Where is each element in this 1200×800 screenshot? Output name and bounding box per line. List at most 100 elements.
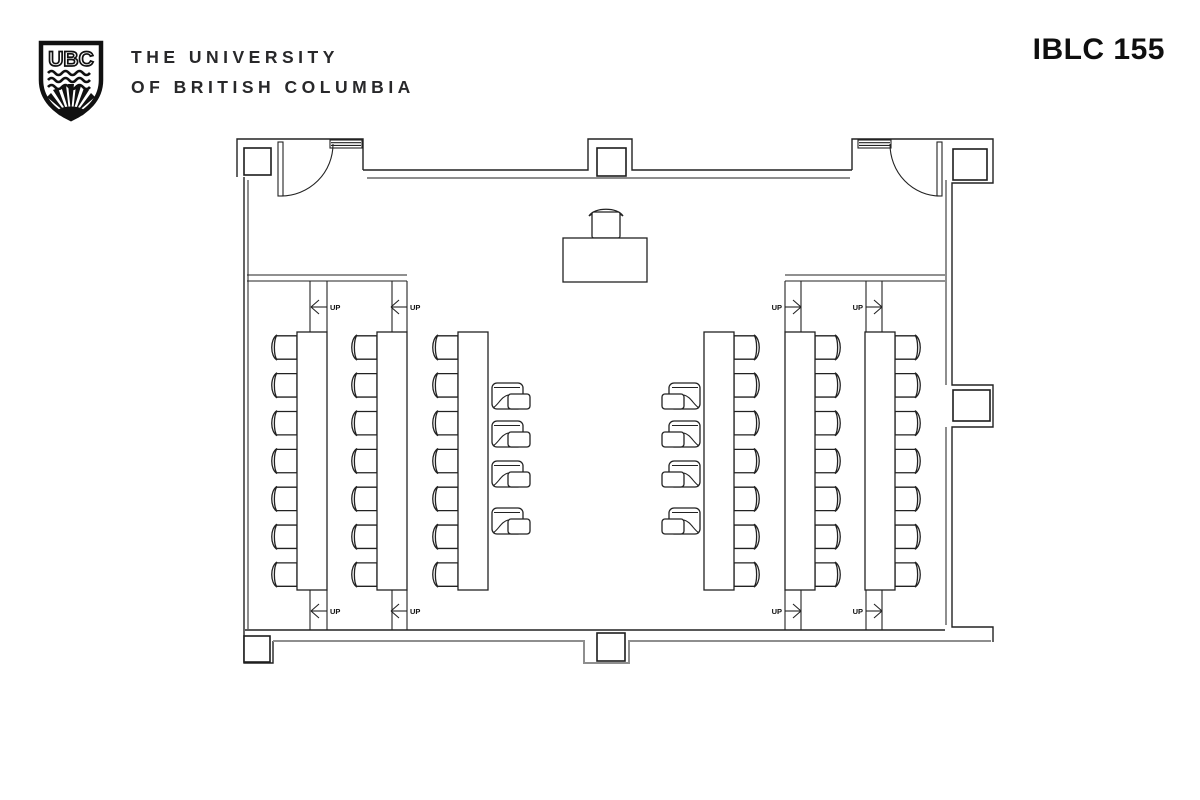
chair [894,561,921,588]
door-leaf [277,141,284,197]
chair [814,410,841,437]
tablet-arm-chair [491,420,531,448]
chair [814,561,841,588]
right-table-row-1 [703,331,760,591]
chair [271,372,298,399]
chair [733,372,760,399]
stair-up-arrow: UP [390,603,420,619]
chair [271,410,298,437]
stair-label: UP [410,607,420,616]
chair [351,561,378,588]
instructor-station [562,208,648,283]
chair [894,485,921,512]
stair-up-arrow: UP [310,299,340,315]
stair-up-arrow: UP [772,603,802,619]
chair [733,485,760,512]
stair-label: UP [330,607,340,616]
chair [894,372,921,399]
tablet-arm-chair [661,420,701,448]
stair-up-arrow: UP [853,603,883,619]
right-table-row-3 [864,331,921,591]
chair [894,334,921,361]
chair [351,447,378,475]
chair [432,485,459,512]
student-seating [271,331,921,591]
stair-label: UP [853,303,863,312]
chair [351,410,378,437]
table [784,331,816,591]
university-name: THE UNIVERSITY OF BRITISH COLUMBIA [131,42,415,102]
chair [432,447,459,475]
tablet-arm-chair [491,507,531,535]
chair [814,523,841,550]
instructor-chair [591,211,621,239]
door-leaf [936,141,943,197]
column [243,635,271,663]
crest-sunburst [47,84,95,118]
door-right[interactable] [857,139,943,197]
table [457,331,489,591]
door-swing-arc [889,143,941,197]
chair [271,561,298,588]
stair-up-arrow: UP [772,299,802,315]
column [596,632,626,662]
table [296,331,328,591]
tablet-arm-chair [661,460,701,488]
table [703,331,735,591]
left-table-row-1 [271,331,328,591]
chair [432,561,459,588]
chair [351,334,378,361]
table [864,331,896,591]
chair [894,410,921,437]
tablet-arm-chair [661,507,701,535]
chair [271,447,298,475]
chair [271,523,298,550]
chair [351,485,378,512]
ubc-crest-icon: UBC [38,40,104,122]
column [952,389,991,422]
right-table-row-2 [784,331,841,591]
stair-label: UP [330,303,340,312]
room-label: IBLC 155 [1032,33,1165,66]
door-left[interactable] [277,139,363,197]
chair [271,485,298,512]
doors [277,139,943,197]
chair [351,372,378,399]
columns [243,147,991,663]
stairways: UP UP UP UP UP UP UP UP [309,281,883,630]
university-name-line2: OF BRITISH COLUMBIA [131,77,415,97]
column [596,147,627,177]
ubc-logo: UBC [38,40,104,127]
chair [733,334,760,361]
walls [236,138,994,664]
table [376,331,408,591]
chair [432,372,459,399]
column [952,148,988,181]
chair [271,334,298,361]
chair [814,372,841,399]
chair [351,523,378,550]
chair [814,485,841,512]
chair [814,447,841,475]
tablet-arm-chair [661,382,701,410]
university-name-line1: THE UNIVERSITY [131,47,339,67]
chair [894,447,921,475]
stair-up-arrow: UP [390,299,420,315]
instructor-table [562,237,648,283]
chair [733,523,760,550]
tier-edge-left [247,274,407,282]
crest-initials: UBC [48,48,94,71]
chair [432,410,459,437]
chair [432,523,459,550]
tier-edge-right [785,274,945,282]
stair-up-arrow: UP [310,603,340,619]
stair-label: UP [410,303,420,312]
stair-up-arrow: UP [853,299,883,315]
left-table-row-2 [351,331,408,591]
tablet-arm-chair [491,382,531,410]
door-swing-arc [280,143,334,197]
stair-label: UP [772,607,782,616]
chair [894,523,921,550]
